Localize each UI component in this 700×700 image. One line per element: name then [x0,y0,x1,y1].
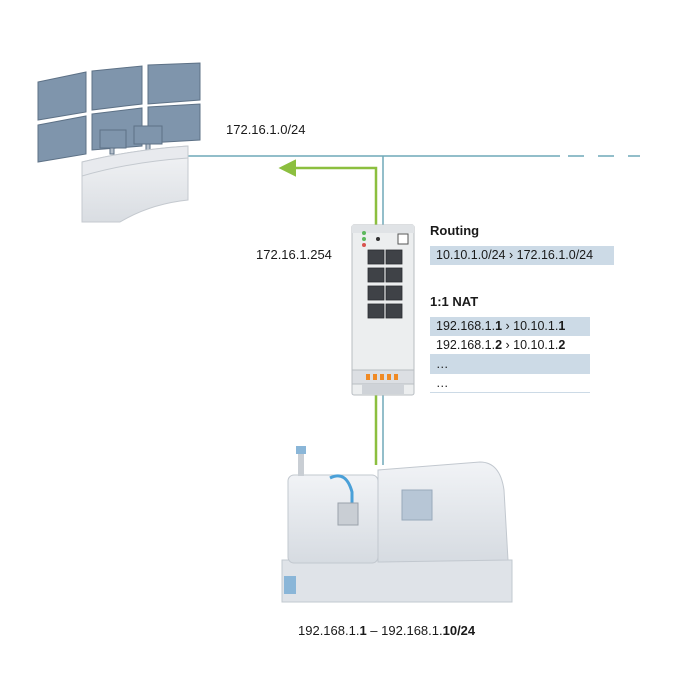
machine-right-cabinet [377,461,509,563]
nat-route-arrow [278,159,378,228]
nat-row-ellipsis: … [430,355,590,374]
machine-left-cabinet [287,474,379,564]
ethernet-ports [367,249,403,319]
nat-private-address: 192.168.1.2 [436,338,503,352]
network-lines [185,155,640,465]
nat-public-address: 10.10.1.1 [513,319,566,333]
nat-arrow: › [502,319,514,333]
routing-heading: Routing [430,223,480,238]
machine-address-range: 192.168.1.1 – 192.168.1.10/24 [298,623,476,638]
nat-private-address: 192.168.1.1 [436,319,503,333]
gateway-address-label: 172.16.1.254 [256,247,332,262]
nat-row: 192.168.1.1 › 10.10.1.1 [430,317,590,336]
nat-row: 192.168.1.2 › 10.10.1.2 [430,336,590,355]
nat-arrow: › [502,338,514,352]
monitor-wall [37,62,201,163]
nat-heading: 1:1 NAT [430,294,479,309]
machine-base [281,559,513,603]
nat-row-ellipsis: … [430,374,590,393]
terminal-connector [366,374,398,380]
machine-window [401,489,433,521]
desk-monitors [99,125,163,155]
production-machine [281,446,513,603]
routing-rule-row: 10.10.1.0/24 › 172.16.1.0/24 [430,246,614,265]
nat-public-address: 10.10.1.2 [513,338,566,352]
control-subnet-label: 172.16.1.0/24 [226,122,306,137]
gateway-device [351,224,415,396]
control-room-workstation [37,62,201,223]
